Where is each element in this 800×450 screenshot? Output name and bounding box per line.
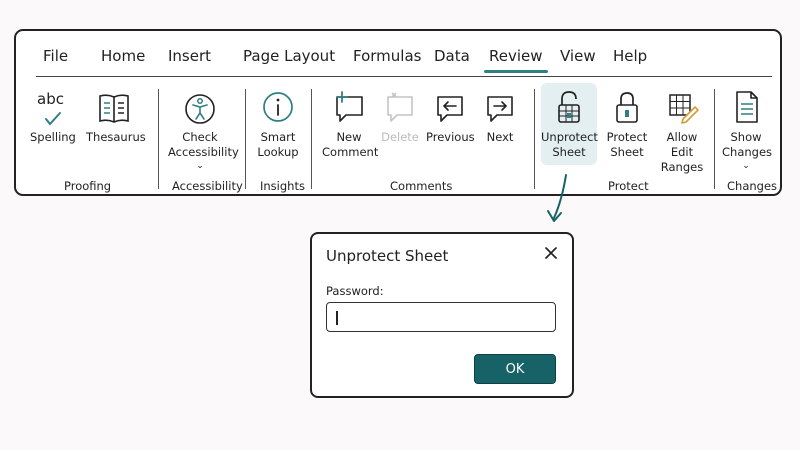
info-icon bbox=[260, 87, 296, 127]
unprotect-sheet-button[interactable]: Unprotect Sheet bbox=[541, 83, 598, 165]
lock-icon bbox=[609, 87, 645, 127]
book-icon bbox=[96, 87, 132, 127]
new-comment-button[interactable]: New Comment bbox=[322, 87, 379, 160]
check-accessibility-label-2: Accessibility bbox=[168, 145, 239, 159]
delete-comment-icon bbox=[382, 87, 418, 127]
group-separator bbox=[158, 89, 159, 189]
previous-comment-button[interactable]: Previous bbox=[426, 87, 475, 145]
check-accessibility-label-1: Check bbox=[182, 130, 218, 144]
previous-label: Previous bbox=[426, 130, 475, 144]
group-label-protect: Protect bbox=[608, 179, 649, 193]
chevron-down-icon[interactable]: ⌄ bbox=[196, 161, 204, 171]
smart-lookup-label-2: Lookup bbox=[257, 145, 299, 159]
show-changes-button[interactable]: Show Changes ⌄ bbox=[722, 87, 773, 171]
show-changes-label-1: Show bbox=[730, 130, 762, 144]
spelling-check-icon: abc bbox=[34, 87, 70, 127]
chevron-down-icon[interactable]: ⌄ bbox=[742, 161, 750, 171]
smart-lookup-button[interactable]: Smart Lookup bbox=[254, 87, 302, 160]
unprotect-sheet-dialog: Unprotect Sheet Password: OK bbox=[310, 232, 574, 398]
tab-home[interactable]: Home bbox=[101, 47, 146, 65]
check-accessibility-button[interactable]: Check Accessibility ⌄ bbox=[168, 87, 239, 171]
ok-button[interactable]: OK bbox=[474, 354, 556, 384]
document-icon bbox=[728, 87, 764, 127]
allow-edit-ranges-label-1: Allow Edit bbox=[666, 130, 698, 159]
password-input[interactable] bbox=[326, 302, 556, 332]
tab-file[interactable]: File bbox=[43, 47, 69, 65]
thesaurus-button[interactable]: Thesaurus bbox=[86, 87, 146, 145]
protect-sheet-label-2: Sheet bbox=[610, 145, 644, 159]
delete-comment-button[interactable]: Delete bbox=[380, 87, 420, 145]
unprotect-sheet-label-2: Sheet bbox=[552, 145, 586, 159]
protect-sheet-button[interactable]: Protect Sheet bbox=[604, 87, 650, 160]
tab-formulas[interactable]: Formulas bbox=[353, 47, 422, 65]
new-comment-label-1: New bbox=[336, 130, 362, 144]
spelling-label: Spelling bbox=[30, 130, 76, 144]
ribbon: File Home Insert Page Layout Formulas Da… bbox=[14, 29, 782, 196]
new-comment-label-2: Comment bbox=[322, 145, 379, 159]
tab-view[interactable]: View bbox=[560, 47, 596, 65]
password-label: Password: bbox=[326, 284, 384, 298]
show-changes-label-2: Changes bbox=[722, 145, 773, 159]
thesaurus-label: Thesaurus bbox=[86, 130, 146, 144]
group-separator bbox=[245, 89, 246, 189]
tab-divider bbox=[36, 76, 772, 77]
allow-edit-ranges-label-2: Ranges bbox=[660, 160, 704, 174]
previous-comment-icon bbox=[432, 87, 468, 127]
group-separator bbox=[534, 89, 535, 189]
next-comment-button[interactable]: Next bbox=[480, 87, 520, 145]
accessibility-person-icon bbox=[182, 87, 218, 127]
next-comment-icon bbox=[482, 87, 518, 127]
close-icon[interactable] bbox=[544, 246, 558, 260]
next-label: Next bbox=[486, 130, 514, 144]
tab-page-layout[interactable]: Page Layout bbox=[243, 47, 336, 65]
smart-lookup-label-1: Smart bbox=[260, 130, 296, 144]
group-label-proofing: Proofing bbox=[64, 179, 112, 193]
spelling-button[interactable]: abc Spelling bbox=[30, 87, 76, 145]
group-label-comments: Comments bbox=[390, 179, 453, 193]
unprotect-sheet-label-1: Unprotect bbox=[541, 130, 598, 144]
dialog-title: Unprotect Sheet bbox=[326, 247, 449, 265]
tab-data[interactable]: Data bbox=[434, 47, 470, 65]
group-label-changes: Changes bbox=[727, 179, 778, 193]
unlocked-sheet-icon bbox=[551, 87, 587, 127]
new-comment-icon bbox=[331, 87, 367, 127]
group-label-insights: Insights bbox=[260, 179, 305, 193]
group-separator bbox=[311, 89, 312, 189]
grid-pencil-icon bbox=[664, 87, 700, 127]
ribbon-tabs: File Home Insert Page Layout Formulas Da… bbox=[16, 31, 780, 77]
group-label-accessibility: Accessibility bbox=[172, 179, 243, 193]
delete-label: Delete bbox=[381, 130, 419, 144]
tab-insert[interactable]: Insert bbox=[168, 47, 212, 65]
protect-sheet-label-1: Protect bbox=[606, 130, 648, 144]
pointer-arrow-icon bbox=[547, 174, 567, 222]
group-separator bbox=[714, 89, 715, 189]
tab-review[interactable]: Review bbox=[484, 47, 548, 73]
tab-help[interactable]: Help bbox=[613, 47, 648, 65]
text-cursor bbox=[336, 311, 338, 325]
allow-edit-ranges-button[interactable]: Allow Edit Ranges bbox=[656, 87, 708, 175]
